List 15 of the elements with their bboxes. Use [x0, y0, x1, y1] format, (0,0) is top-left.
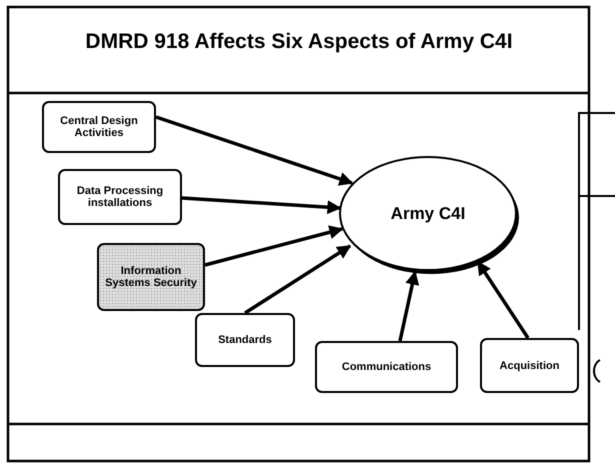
arrow: [244, 244, 352, 314]
process-box: Information Systems Security: [97, 243, 205, 311]
arrow: [204, 225, 344, 267]
ellipse-node: [338, 155, 518, 272]
process-box: Data Processing installations: [58, 169, 182, 225]
process-box: Communications: [315, 341, 458, 393]
process-box: Central Design Activities: [42, 101, 156, 153]
slide-title: DMRD 918 Affects Six Aspects of Army C4I: [84, 30, 514, 54]
arrow: [398, 270, 420, 342]
process-box: Acquisition: [480, 338, 579, 393]
arrow: [155, 115, 354, 186]
arrow: [476, 260, 530, 339]
arrow: [182, 196, 342, 214]
process-box: Standards: [195, 313, 295, 367]
node-label: Army C4I: [390, 204, 466, 224]
